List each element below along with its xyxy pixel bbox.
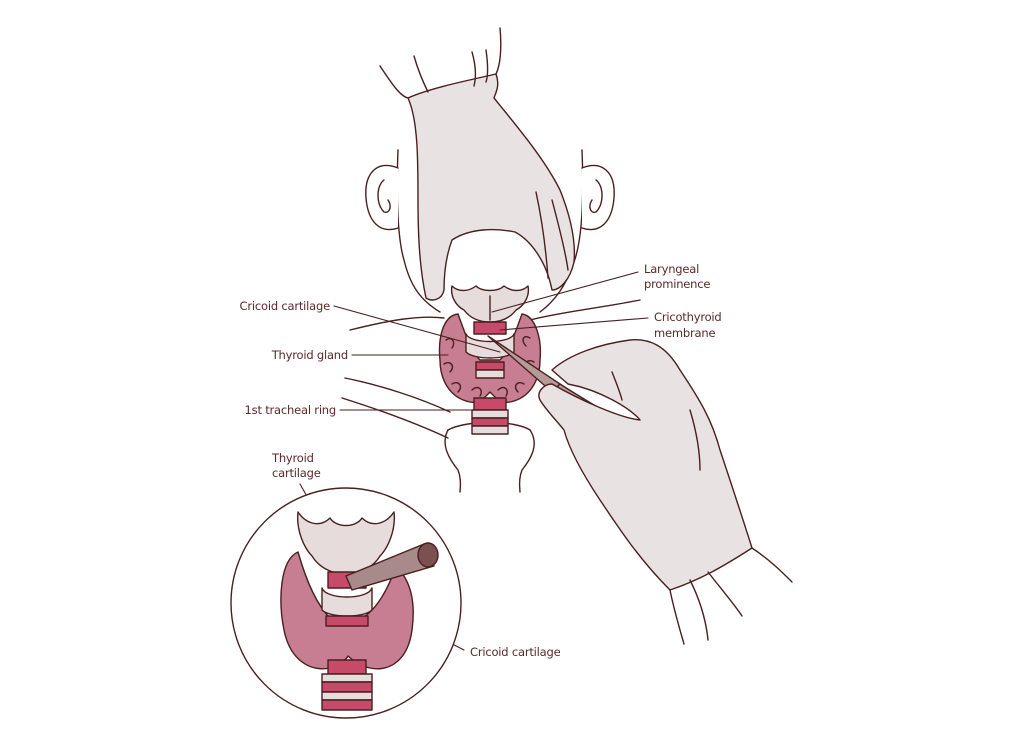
label-laryngeal-prominence-line2: prominence xyxy=(644,277,711,291)
top-gloved-hand xyxy=(379,27,576,301)
trachea xyxy=(465,321,515,435)
label-cricoid-cartilage-inset: Cricoid cartilage xyxy=(470,645,561,659)
thyroid-cartilage xyxy=(450,285,530,323)
label-laryngeal-prominence-line1: Laryngeal xyxy=(644,262,700,276)
inset-magnified-view xyxy=(230,487,462,719)
label-cricothyroid-membrane-line2: membrane xyxy=(654,326,716,340)
label-first-tracheal-ring: 1st tracheal ring xyxy=(244,403,337,417)
label-thyroid-gland: Thyroid gland xyxy=(271,348,349,362)
right-gloved-hand xyxy=(538,339,793,645)
label-thyroid-cartilage-line1: Thyroid xyxy=(272,451,314,465)
label-cricoid-cartilage: Cricoid cartilage xyxy=(239,299,331,313)
right-ear xyxy=(581,164,615,231)
label-thyroid-cartilage-line2: cartilage xyxy=(272,466,321,480)
label-cricothyroid-membrane-line1: Cricothyroid xyxy=(654,310,722,324)
left-ear xyxy=(365,164,399,231)
